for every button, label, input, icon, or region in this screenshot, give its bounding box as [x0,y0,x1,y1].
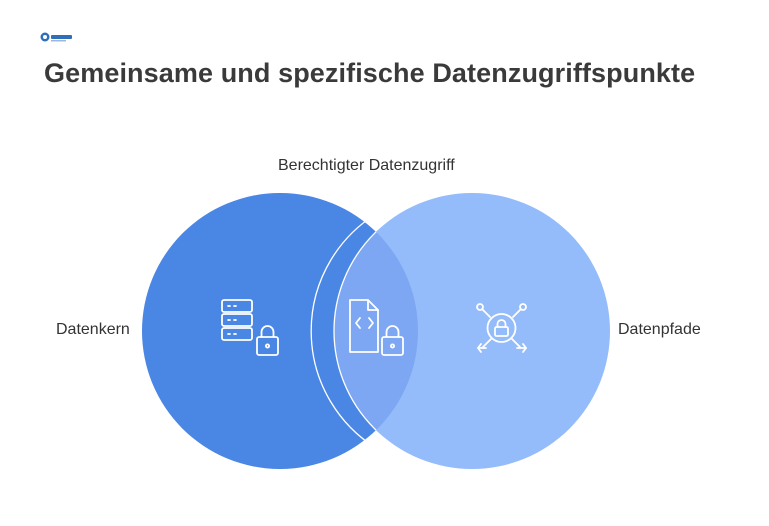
page-title: Gemeinsame und spezifische Datenzugriffs… [44,58,696,88]
label-datenkern: Datenkern [56,321,130,338]
server-lock-icon [221,299,279,356]
network-lock-icon [476,303,527,353]
label-berechtigter-datenzugriff: Berechtigter Datenzugriff [278,157,455,174]
circle-datenpfade [334,193,610,469]
circle-datenkern [142,193,418,469]
code-file-lock-icon [349,299,404,356]
label-datenpfade: Datenpfade [618,321,701,338]
logo [40,32,72,42]
